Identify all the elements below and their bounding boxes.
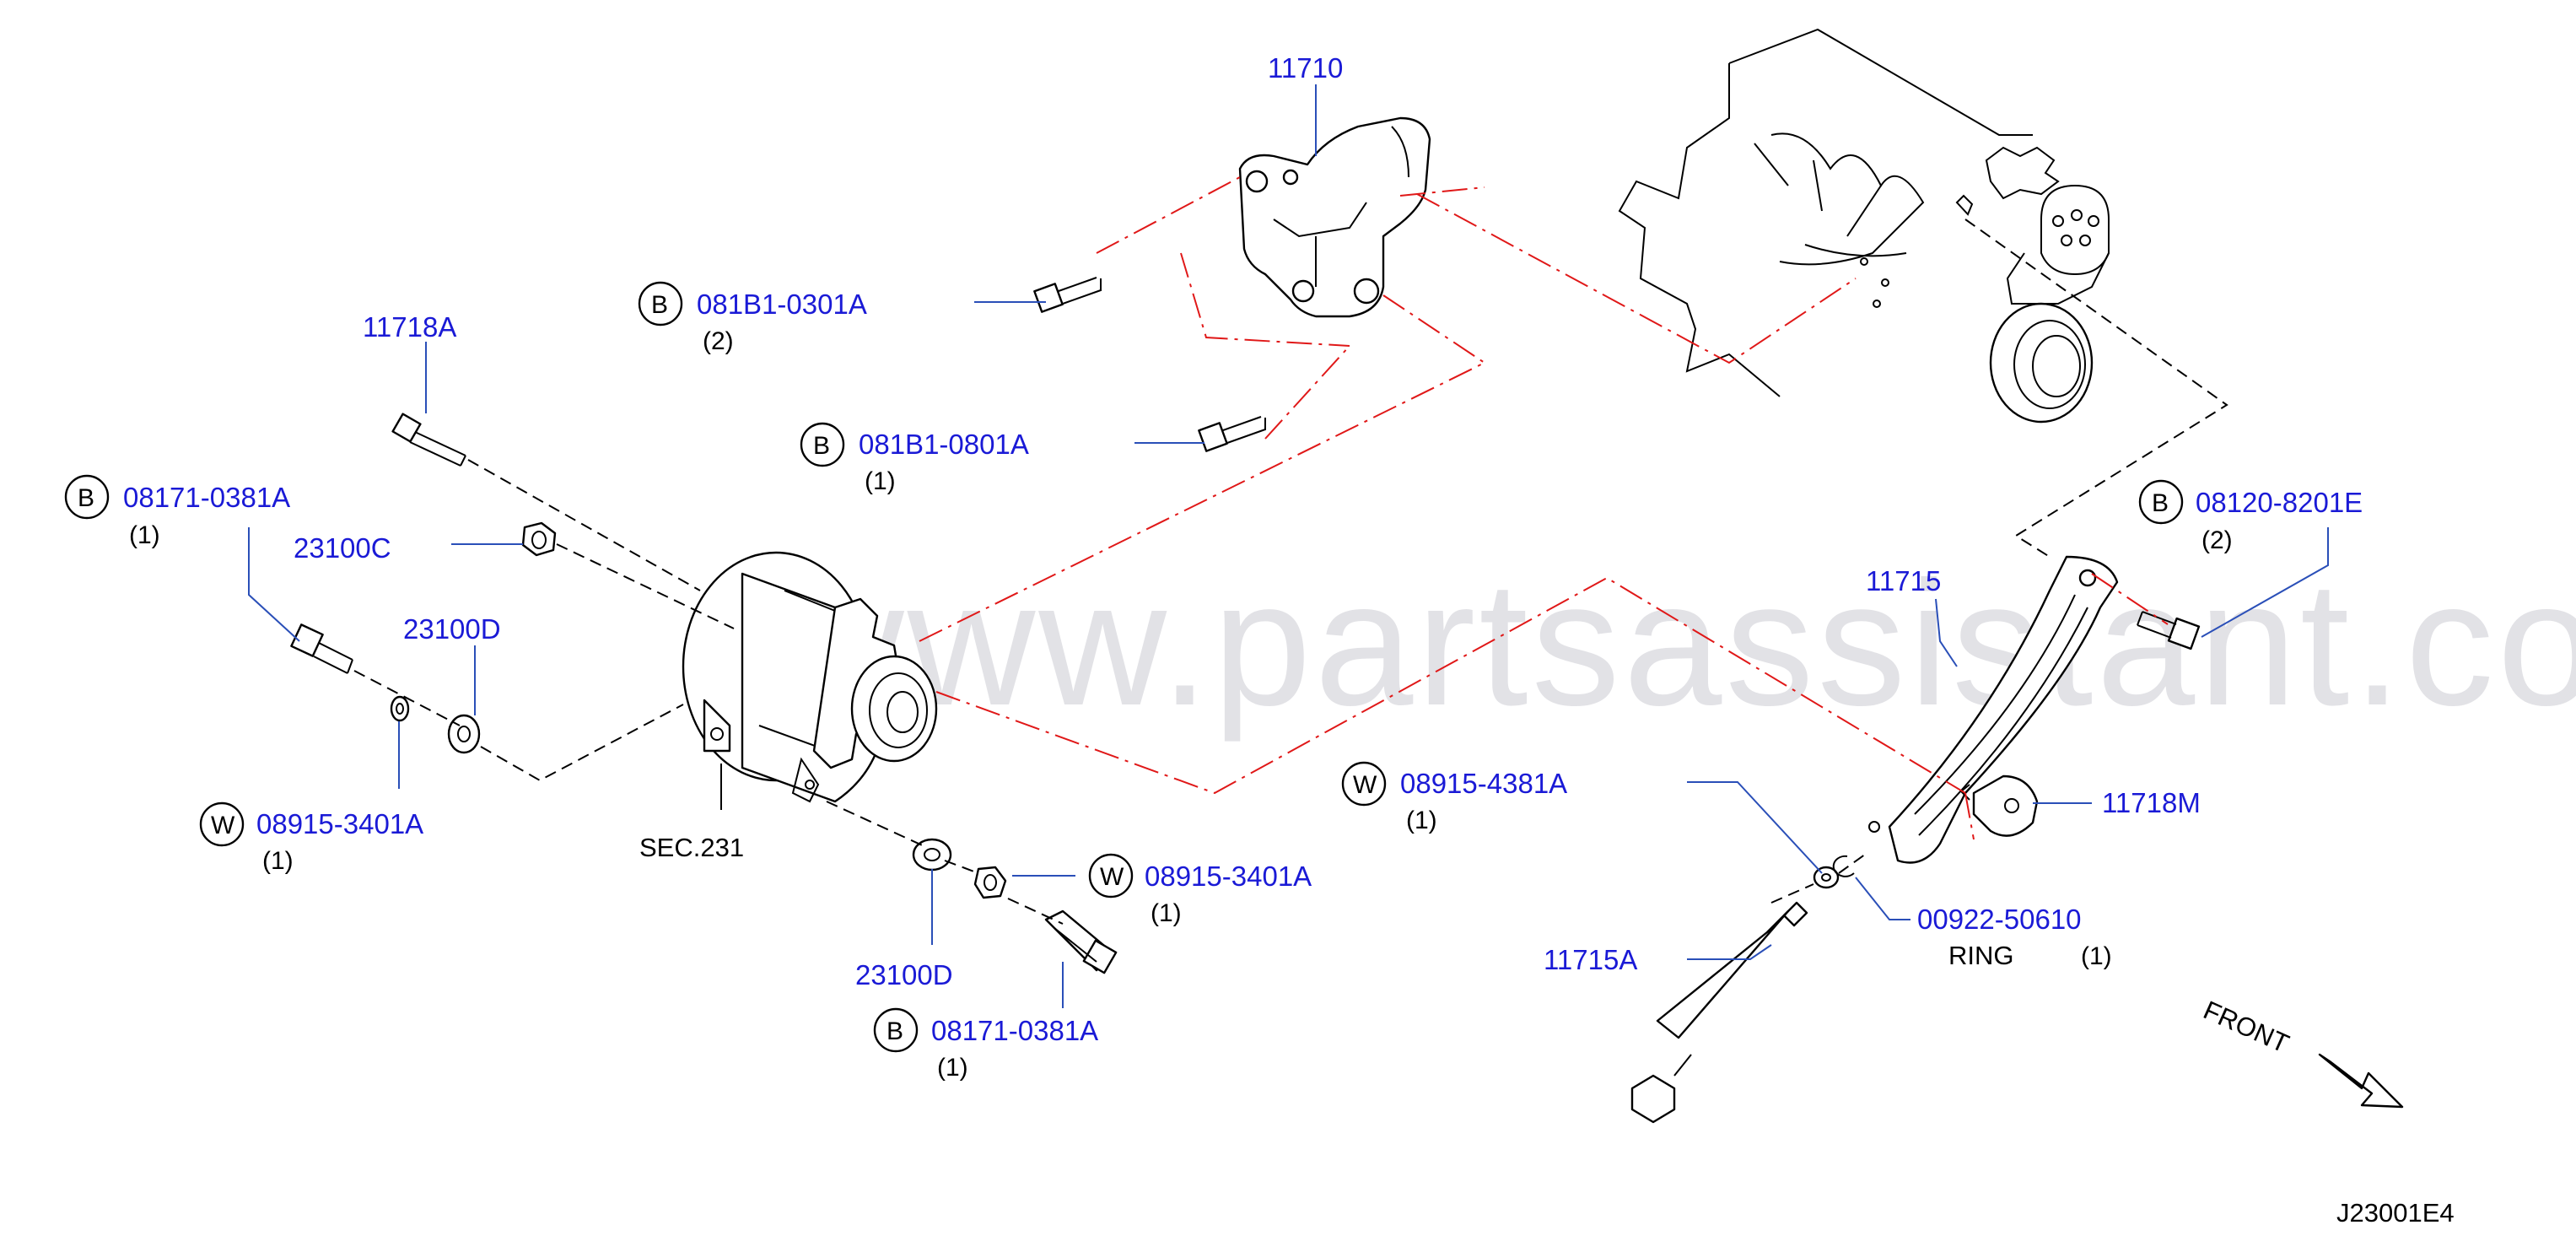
adjusting-bolt-11715a (1630, 901, 1808, 1124)
svg-text:B: B (887, 1017, 903, 1045)
nut-23100c (521, 521, 557, 557)
svg-text:B: B (651, 291, 668, 319)
bolt-081b1-0801a (1198, 416, 1266, 452)
callout-081b1-0801a[interactable]: 081B1-0801A (859, 429, 1029, 460)
qty-00922-50610: (1) (2081, 942, 2112, 970)
ring-label: RING (1948, 941, 2014, 970)
nut-08915-3401a-bottom (973, 866, 1007, 899)
qty-081b1-0301a: (2) (703, 327, 734, 355)
callout-08120-8201e[interactable]: 08120-8201E (2196, 487, 2363, 518)
svg-text:B: B (78, 484, 94, 512)
sec-231-label[interactable]: SEC.231 (639, 833, 744, 862)
callout-23100d-top[interactable]: 23100D (403, 613, 501, 645)
bracket-11718m (1959, 774, 2039, 837)
washer-08915-3401a-left (390, 695, 410, 722)
svg-text:B: B (2152, 489, 2169, 517)
bolt-11718a (391, 413, 466, 467)
assembly-lines (353, 176, 2228, 925)
badge-b-08171-0381a-bottom: B (873, 1007, 919, 1053)
callout-08171-0381a-bottom[interactable]: 08171-0381A (931, 1015, 1098, 1046)
svg-text:B: B (813, 432, 830, 460)
badge-b-081b1-0301a: B (638, 281, 683, 326)
qty-081b1-0801a: (1) (865, 467, 896, 495)
bolt-08120-8201e (2137, 611, 2201, 650)
ring-00922-50610 (1832, 855, 1855, 877)
callout-00922-50610[interactable]: 00922-50610 (1917, 904, 2082, 935)
front-label: FRONT (2199, 995, 2293, 1058)
callout-11718a[interactable]: 11718A (363, 311, 456, 343)
svg-text:W: W (1100, 863, 1124, 891)
callout-23100c[interactable]: 23100C (294, 532, 391, 564)
washer-23100d-top (447, 714, 481, 754)
leader-lines (248, 84, 2329, 1008)
badge-w-08915-4381a: W (1341, 761, 1387, 807)
front-arrow-icon (2318, 1053, 2404, 1109)
callout-11718m[interactable]: 11718M (2102, 787, 2201, 818)
callout-08915-3401a-left[interactable]: 08915-3401A (256, 808, 423, 839)
qty-08915-3401a-bottom: (1) (1151, 899, 1182, 927)
badge-w-08915-3401a-bottom: W (1088, 853, 1134, 899)
qty-08915-3401a-left: (1) (262, 847, 294, 875)
callout-11715[interactable]: 11715 (1866, 565, 1941, 596)
badge-b-08171-0381a-top: B (64, 474, 110, 520)
qty-08120-8201e: (2) (2201, 526, 2233, 554)
bolt-081b1-0301a (1033, 277, 1102, 313)
watermark-text: www.partsassistant.com (775, 544, 2576, 742)
badge-b-081b1-0801a: B (800, 422, 845, 467)
drawing-code: J23001E4 (2336, 1198, 2455, 1228)
svg-text:W: W (211, 812, 235, 839)
svg-text:W: W (1353, 771, 1377, 799)
callout-11715a[interactable]: 11715A (1544, 944, 1637, 975)
callout-23100d-bottom[interactable]: 23100D (855, 959, 953, 990)
badge-b-08120-8201e: B (2138, 479, 2184, 525)
qty-08915-4381a: (1) (1406, 807, 1437, 834)
callout-11710[interactable]: 11710 (1268, 52, 1343, 84)
callout-081b1-0301a[interactable]: 081B1-0301A (697, 289, 867, 320)
alternator (682, 551, 938, 803)
bolt-08171-0381a-bottom (1044, 909, 1118, 974)
bracket-11710 (1238, 116, 1431, 318)
adjusting-bar-11715 (1868, 555, 2119, 864)
qty-08171-0381a-bottom: (1) (937, 1054, 968, 1082)
qty-08171-0381a-top: (1) (129, 521, 160, 549)
bolt-08171-0381a-left (290, 623, 353, 674)
callout-08915-4381a[interactable]: 08915-4381A (1400, 768, 1567, 799)
engine-block-outline (1618, 28, 2110, 424)
callout-08171-0381a-top[interactable]: 08171-0381A (123, 482, 290, 513)
badge-w-08915-3401a-left: W (199, 801, 245, 847)
badges: B B B W W B W B (64, 281, 2184, 1053)
callout-08915-3401a-bottom[interactable]: 08915-3401A (1145, 861, 1312, 892)
